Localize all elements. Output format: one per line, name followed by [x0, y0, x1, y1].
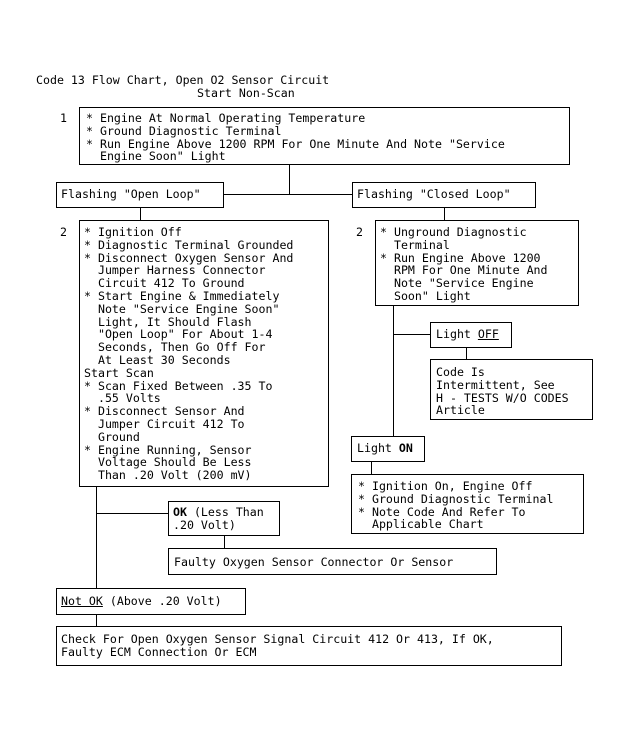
- intermittent-box: Code Is Intermittent, See H - TESTS W/O …: [430, 359, 593, 420]
- light-on-prefix: Light: [357, 441, 399, 455]
- light-off-prefix: Light: [436, 327, 478, 341]
- step-2-left-number: 2: [60, 225, 67, 239]
- ok-rest: (Less Than .20 Volt): [173, 505, 264, 532]
- connector-line: [371, 462, 372, 475]
- connector-line: [96, 487, 97, 589]
- final-check-text: Check For Open Oxygen Sensor Signal Circ…: [61, 632, 494, 659]
- flashing-open-loop-box: Flashing "Open Loop": [56, 182, 224, 208]
- step-2-left-box: * Ignition Off * Diagnostic Terminal Gro…: [79, 220, 329, 487]
- connector-line: [393, 334, 431, 335]
- step-2-right-text: * Unground Diagnostic Terminal * Run Eng…: [380, 225, 548, 303]
- step-2-left-text: * Ignition Off * Diagnostic Terminal Gro…: [84, 225, 294, 483]
- not-ok-rest: (Above .20 Volt): [102, 594, 222, 608]
- flashing-closed-loop-label: Flashing "Closed Loop": [357, 187, 511, 201]
- light-on-box: Light ON: [351, 436, 425, 462]
- step-2-right-number: 2: [356, 225, 363, 239]
- chart-title: Code 13 Flow Chart, Open O2 Sensor Circu…: [36, 73, 330, 87]
- light-on-emphasis: ON: [398, 441, 413, 455]
- flashing-closed-loop-box: Flashing "Closed Loop": [352, 182, 536, 208]
- light-off-emphasis: OFF: [477, 327, 499, 341]
- step-1-text: * Engine At Normal Operating Temperature…: [86, 111, 505, 164]
- connector-line: [140, 208, 141, 221]
- light-off-box: Light OFF: [430, 322, 512, 348]
- ignition-on-text: * Ignition On, Engine Off * Ground Diagn…: [358, 479, 554, 532]
- connector-line: [223, 194, 353, 195]
- connector-line: [466, 348, 467, 360]
- connector-line: [289, 165, 290, 195]
- connector-line: [393, 306, 394, 436]
- faulty-sensor-text: Faulty Oxygen Sensor Connector Or Sensor: [174, 555, 454, 569]
- not-ok-box: Not OK (Above .20 Volt): [56, 588, 246, 615]
- connector-line: [444, 208, 445, 221]
- faulty-sensor-box: Faulty Oxygen Sensor Connector Or Sensor: [168, 548, 497, 575]
- connector-line: [224, 536, 225, 549]
- ignition-on-box: * Ignition On, Engine Off * Ground Diagn…: [351, 474, 584, 534]
- step-2-right-box: * Unground Diagnostic Terminal * Run Eng…: [375, 220, 579, 306]
- step-1-number: 1: [60, 111, 67, 125]
- chart-subtitle: Start Non-Scan: [197, 86, 295, 100]
- connector-line: [96, 615, 97, 627]
- not-ok-emphasis: Not OK: [61, 594, 103, 608]
- intermittent-text: Code Is Intermittent, See H - TESTS W/O …: [436, 365, 569, 418]
- ok-emphasis: OK: [173, 505, 187, 519]
- step-1-box: * Engine At Normal Operating Temperature…: [79, 107, 570, 165]
- final-check-box: Check For Open Oxygen Sensor Signal Circ…: [56, 626, 562, 666]
- connector-line: [96, 513, 169, 514]
- ok-box: OK (Less Than .20 Volt): [168, 501, 280, 536]
- flashing-open-loop-label: Flashing "Open Loop": [61, 187, 201, 201]
